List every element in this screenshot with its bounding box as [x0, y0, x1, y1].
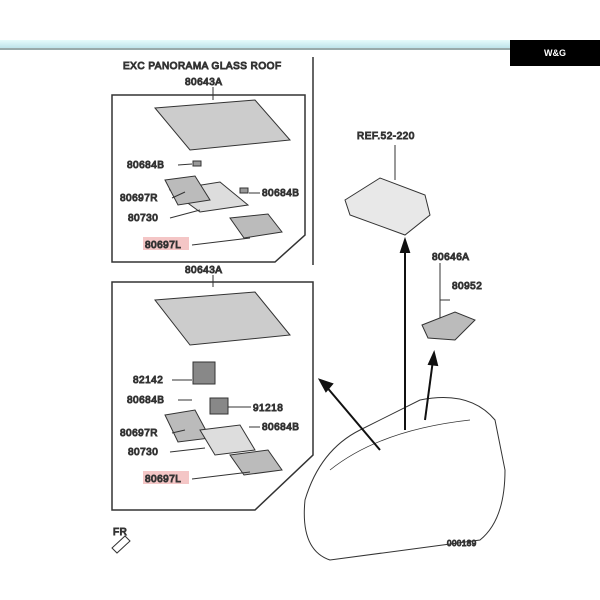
part-label-highlighted: 80697L	[145, 240, 181, 251]
upper-leaders	[169, 163, 260, 246]
header-band	[0, 40, 600, 50]
car-roofline	[329, 419, 471, 471]
part-label: 80684B	[262, 188, 299, 199]
part-label: 80730	[128, 213, 158, 224]
highlight	[143, 237, 189, 250]
lower-lamp-housing	[154, 291, 291, 476]
part-label: 80952	[452, 281, 482, 292]
ref-panel	[344, 177, 431, 236]
part-label: 80684B	[127, 160, 164, 171]
rear-lamp	[421, 311, 476, 341]
highlight	[143, 471, 189, 484]
brand-logo: W&G	[510, 40, 600, 66]
part-label: 80646A	[432, 252, 469, 263]
fr-arrow-icon	[111, 535, 131, 554]
diagram-code: 000189	[447, 539, 477, 548]
part-label: 80684B	[262, 422, 299, 433]
part-label: 80697R	[120, 193, 158, 204]
leader	[439, 263, 450, 318]
car-outline	[303, 397, 506, 561]
part-label: 91218	[253, 403, 283, 414]
part-label-highlighted: 80697L	[145, 474, 181, 485]
upper-box	[111, 94, 306, 263]
part-label: 80643A	[185, 77, 222, 88]
part-label: 82142	[133, 375, 163, 386]
part-label: 80684B	[127, 395, 164, 406]
part-label: 80697R	[120, 428, 158, 439]
title-label: EXC PANORAMA GLASS ROOF	[123, 61, 282, 72]
lower-leaders	[169, 379, 260, 480]
part-label: 80730	[128, 447, 158, 458]
arrows	[317, 236, 439, 451]
lower-box	[111, 281, 314, 511]
ref-label: REF.52-220	[357, 131, 415, 142]
fr-label: FR	[113, 527, 127, 538]
upper-lamp-housing	[153, 99, 292, 239]
part-label: 80643A	[185, 265, 222, 276]
